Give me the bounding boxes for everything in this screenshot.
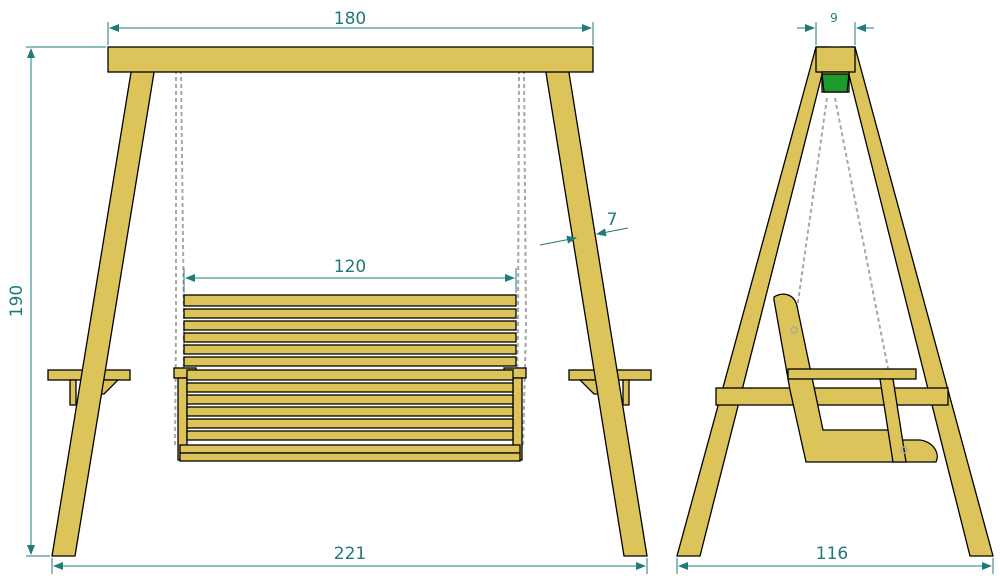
dim-label-221: 221 bbox=[334, 544, 366, 564]
dim-overall-width: 221 bbox=[51, 544, 648, 574]
bench-backrest bbox=[183, 294, 517, 367]
dim-beam-depth: 9 bbox=[797, 11, 874, 45]
front-right-leg bbox=[541, 47, 648, 557]
dim-top-beam: 180 bbox=[107, 9, 594, 45]
dim-base-width: 116 bbox=[676, 544, 994, 574]
front-view: 180 190 221 120 7 bbox=[7, 9, 652, 574]
dim-seat-width: 120 bbox=[183, 257, 517, 293]
dim-label-120: 120 bbox=[334, 257, 366, 277]
dim-height: 190 bbox=[7, 46, 106, 557]
dim-label-116: 116 bbox=[816, 544, 848, 564]
side-armrest bbox=[787, 368, 917, 380]
side-front-post bbox=[879, 378, 907, 463]
dim-label-190: 190 bbox=[7, 285, 27, 317]
top-beam bbox=[107, 46, 594, 73]
side-cross-brace bbox=[715, 387, 949, 406]
side-view: 9 116 bbox=[676, 11, 994, 574]
bench-seat bbox=[179, 369, 521, 462]
pivot-block bbox=[821, 73, 850, 93]
dim-label-9: 9 bbox=[830, 11, 838, 25]
chain-left-outer bbox=[174, 70, 177, 449]
chains-side bbox=[793, 97, 905, 451]
dim-label-180: 180 bbox=[334, 9, 366, 29]
side-top-beam bbox=[815, 46, 856, 73]
dim-label-7: 7 bbox=[607, 210, 618, 230]
chain-side-front bbox=[834, 97, 905, 451]
front-left-leg bbox=[51, 47, 159, 557]
side-backrest bbox=[773, 293, 938, 463]
side-right-leg bbox=[841, 46, 994, 557]
side-seat-profile bbox=[773, 293, 938, 463]
chain-right-outer bbox=[522, 69, 528, 449]
dim-leg-thickness: 7 bbox=[539, 210, 629, 246]
side-left-leg bbox=[676, 46, 830, 557]
